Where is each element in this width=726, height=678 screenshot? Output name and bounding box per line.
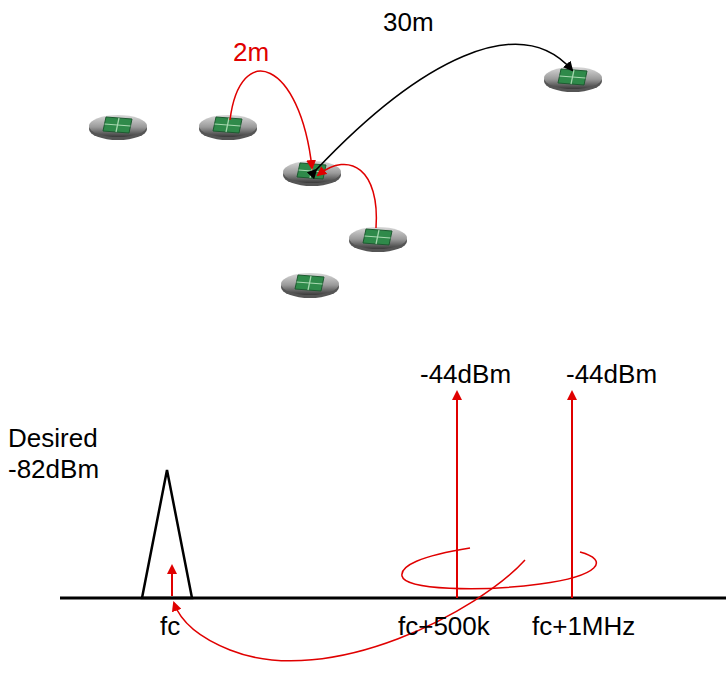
intermod-tone xyxy=(171,566,173,596)
distance-label: 2m xyxy=(233,38,269,67)
sensor-node xyxy=(89,67,602,298)
interferer-tone xyxy=(571,392,573,598)
frequency-label: fc+500k xyxy=(398,612,490,641)
link-arrow xyxy=(316,44,572,170)
frequency-label: fc+1MHz xyxy=(532,612,635,641)
link-arrow xyxy=(318,164,376,228)
desired-spectrum xyxy=(142,470,192,598)
intermod-arrow xyxy=(174,560,525,661)
signal-label: Desired xyxy=(8,424,98,453)
power-label: -44dBm xyxy=(420,360,511,389)
power-label: -44dBm xyxy=(566,360,657,389)
interferer-tone xyxy=(456,392,458,598)
distance-label: 30m xyxy=(383,8,434,37)
frequency-label: fc xyxy=(160,612,180,641)
link-arrow xyxy=(230,71,312,168)
power-label: -82dBm xyxy=(8,455,99,484)
